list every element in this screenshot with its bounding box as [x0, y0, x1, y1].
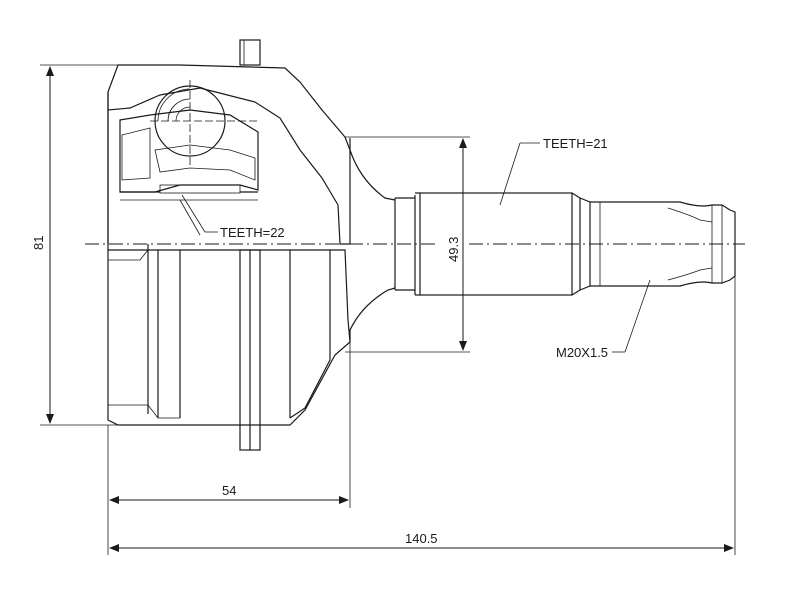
callout-outer-teeth: TEETH=21 [499, 136, 608, 206]
dimension-140-5-label: 140.5 [405, 531, 438, 546]
threaded-shaft [579, 197, 736, 291]
abs-ring [239, 249, 261, 451]
outer-teeth-label: TEETH=21 [543, 136, 608, 151]
housing-outline [107, 92, 351, 426]
dimension-49-3: 49.3 [345, 136, 470, 353]
housing-tab [239, 39, 261, 66]
spline-teeth [419, 192, 573, 296]
dimension-54: 54 [107, 342, 351, 555]
dimension-81: 81 [31, 64, 118, 426]
dimension-54-label: 54 [222, 483, 236, 498]
inner-joint [119, 80, 260, 236]
dimension-81-label: 81 [31, 236, 46, 250]
bell-housing [107, 39, 351, 426]
stem [349, 138, 416, 342]
housing-upper-section [107, 64, 351, 245]
callout-thread: M20X1.5 [556, 279, 651, 360]
inner-teeth-label: TEETH=22 [220, 225, 285, 240]
inner-spline [159, 184, 241, 194]
callout-inner-teeth: TEETH=22 [181, 194, 285, 240]
dimension-140-5: 140.5 [109, 276, 736, 555]
dimension-49-3-label: 49.3 [446, 237, 461, 262]
thread-label: M20X1.5 [556, 345, 608, 360]
